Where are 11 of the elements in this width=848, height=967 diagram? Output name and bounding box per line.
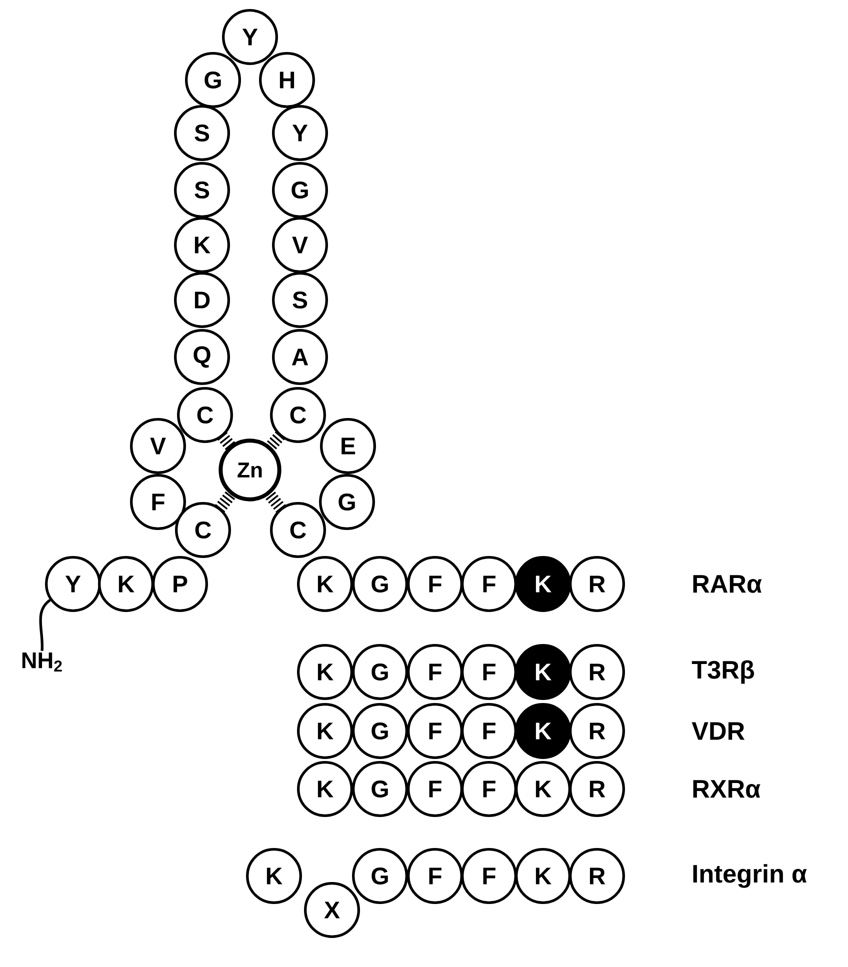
coordination-bond: [264, 490, 286, 513]
sequence-name: RXRα: [693, 780, 760, 798]
coordination-bond: [214, 490, 236, 513]
sequence-name: T3Rβ: [692, 660, 754, 684]
connector-line: [39, 599, 51, 651]
coordination-bond: [265, 431, 285, 452]
sequence-name: VDR: [692, 722, 745, 740]
coordination-bond: [217, 432, 236, 451]
sequence-name: RARα: [693, 575, 762, 593]
sequence-name: Integrin α: [693, 864, 807, 888]
terminus-label: NH$_{2}$: [22, 652, 62, 672]
